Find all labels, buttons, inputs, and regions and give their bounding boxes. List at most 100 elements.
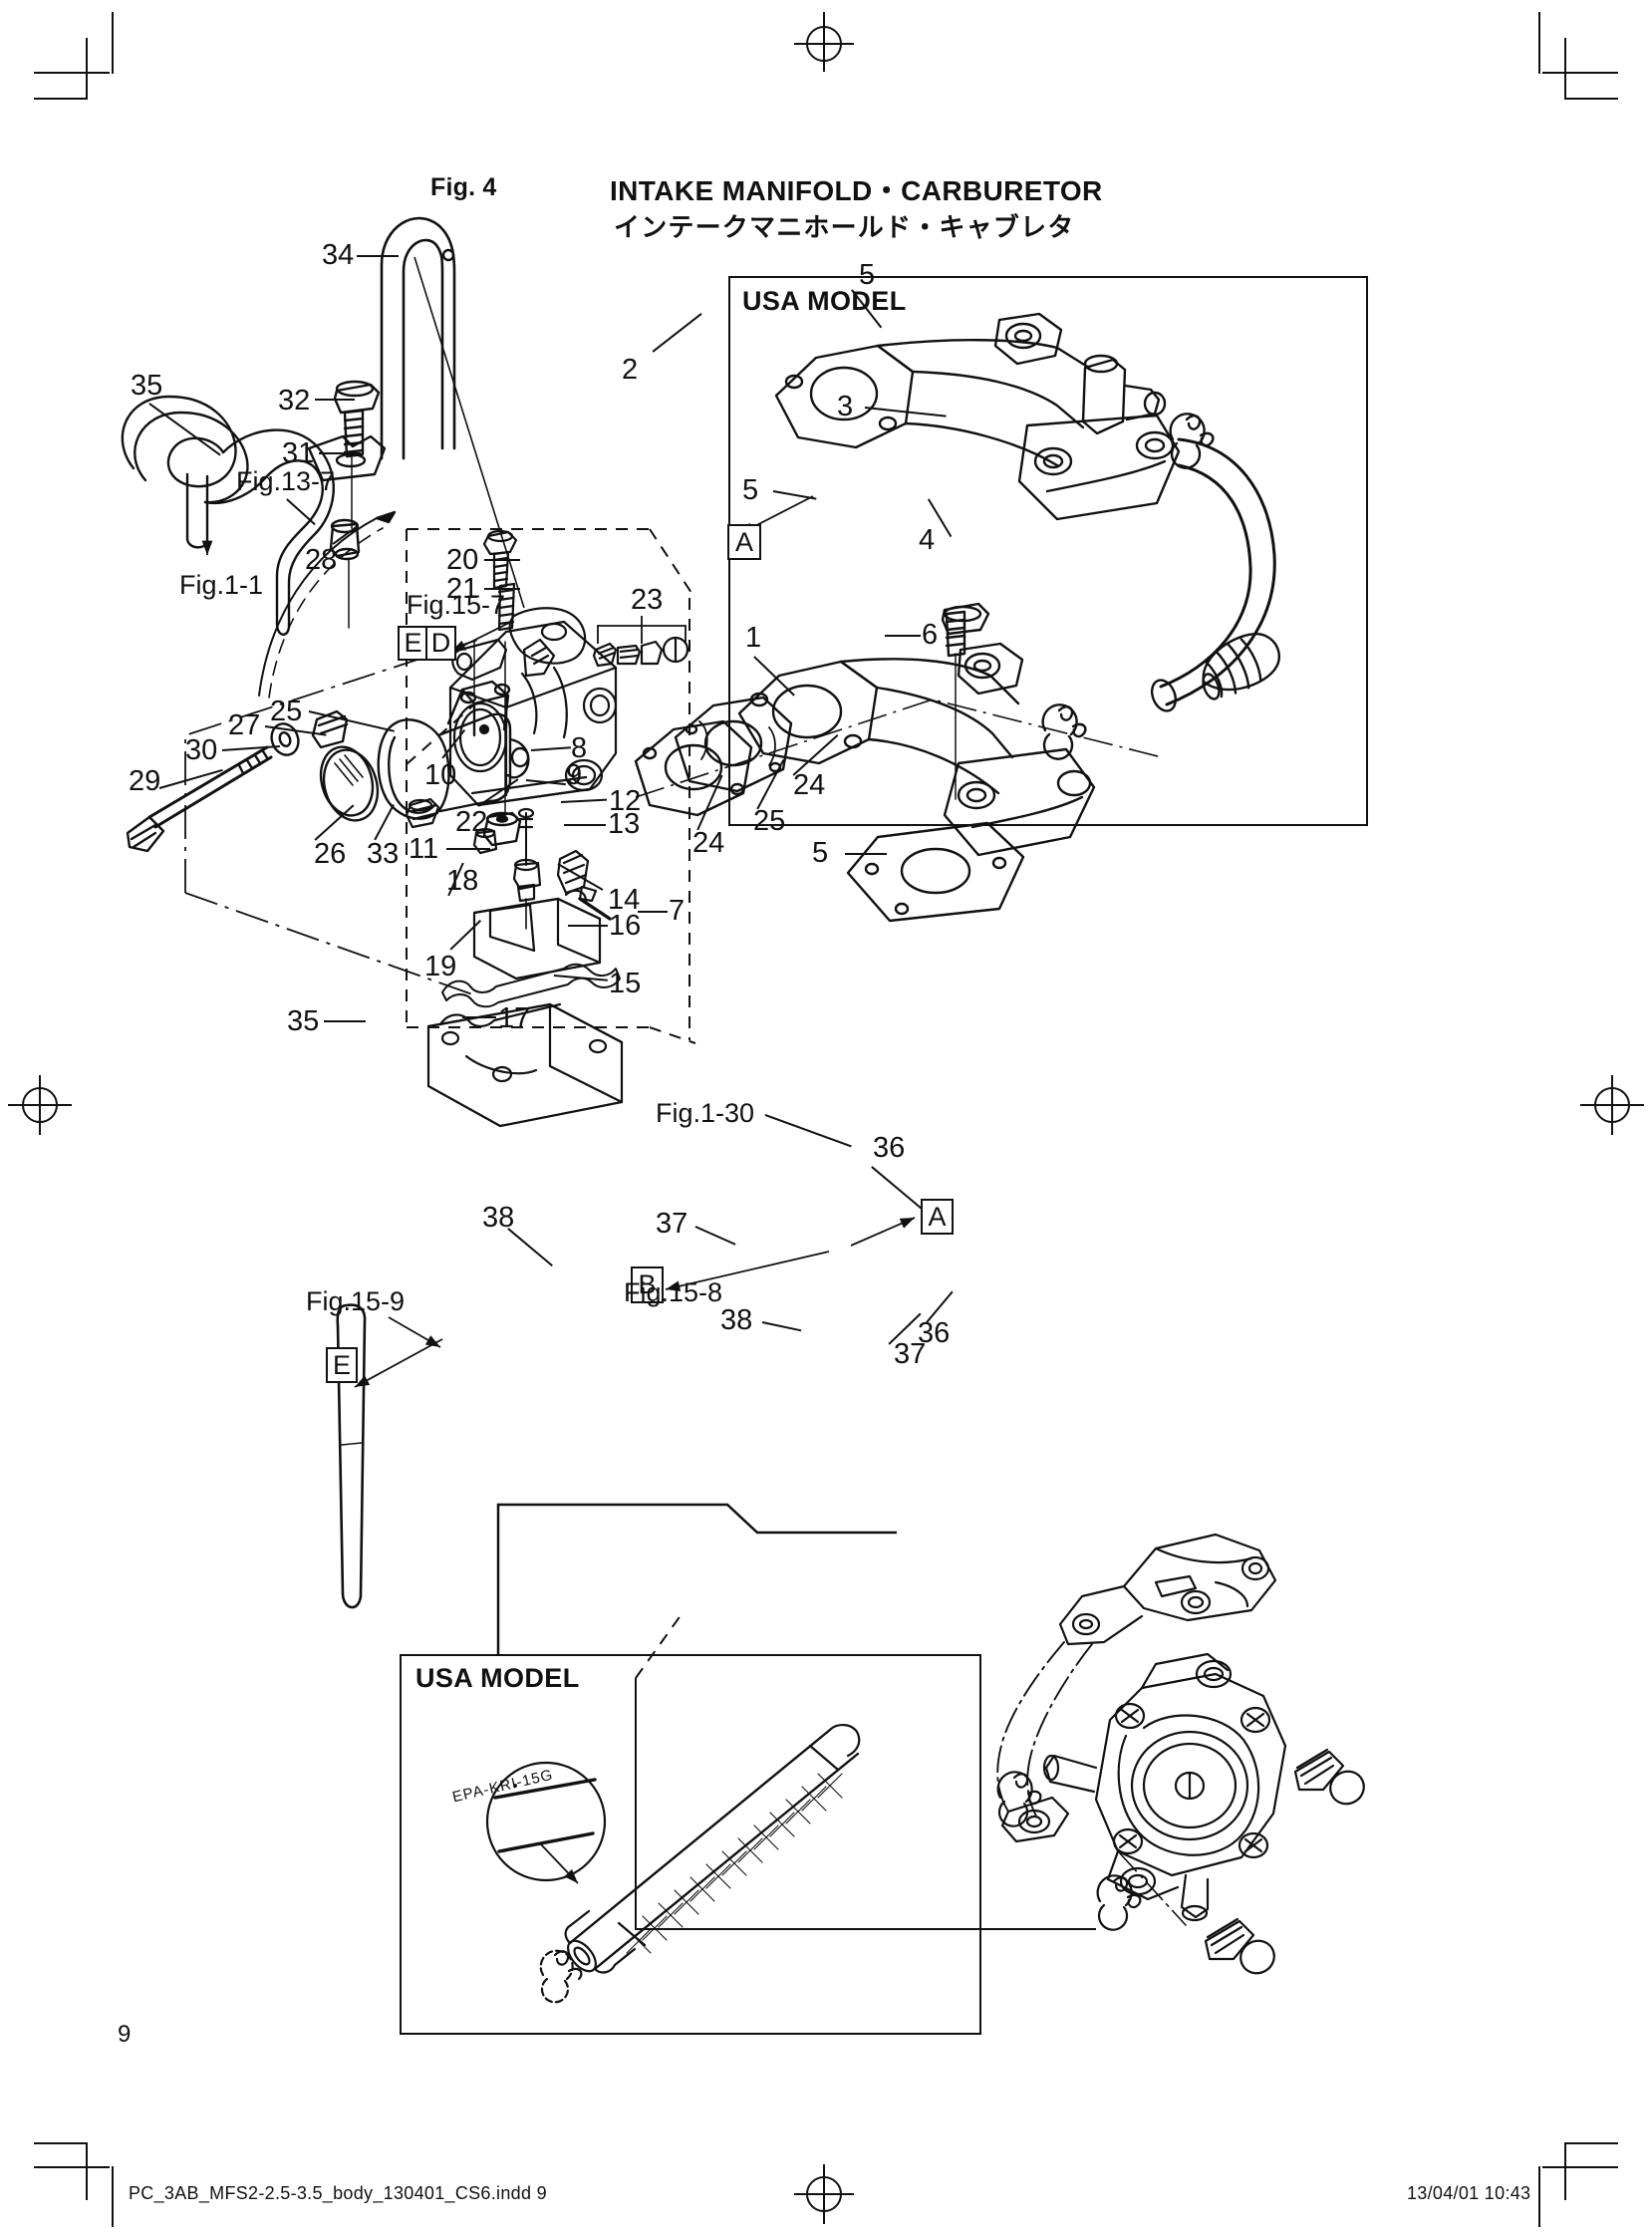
callout-36-top: 34 xyxy=(322,239,355,271)
callout-24: 23 xyxy=(631,584,664,616)
leader-33 xyxy=(319,452,361,454)
figure-ref-15-8: Fig.15-8 xyxy=(624,1277,723,1307)
callout-34: 32 xyxy=(278,385,311,417)
callout-30: 28 xyxy=(305,544,338,576)
figure-ref-1-1: Fig.1-1 xyxy=(179,570,264,600)
box-ref-a-top: A xyxy=(727,524,761,560)
leader-6 xyxy=(845,853,887,855)
leader-25-lower xyxy=(696,774,723,831)
callout-7: 6 xyxy=(922,619,939,651)
leader-fig-15-9-arrow xyxy=(388,1316,441,1348)
crop-mark-bottom-left xyxy=(34,2142,134,2227)
callout-27: 25 xyxy=(270,696,303,727)
leader-17 xyxy=(568,925,608,927)
callout-35: 33 xyxy=(367,838,400,870)
callout-39-lower: 37 xyxy=(894,1338,927,1370)
callout-2: 2 xyxy=(622,354,639,386)
box-ref-e-mid: E xyxy=(398,626,428,661)
callout-25-lower: 24 xyxy=(692,827,725,859)
leader-34 xyxy=(315,399,355,401)
leader-22 xyxy=(484,588,520,590)
callout-38: 36 xyxy=(873,1132,906,1164)
callout-22: 21 xyxy=(446,573,479,605)
usa-model-label-bottom: USA MODEL xyxy=(415,1663,580,1693)
callout-41: 38 xyxy=(482,1202,515,1234)
callout-5-top: 5 xyxy=(859,259,876,291)
callout-9: 8 xyxy=(571,732,588,764)
usa-model-panel-bottom xyxy=(400,1654,981,2035)
leader-fig-13-7 xyxy=(286,498,316,525)
leader-21 xyxy=(484,559,520,561)
callout-33: 31 xyxy=(282,437,315,469)
lower-hose-36 xyxy=(336,1303,367,1609)
leader-31 xyxy=(158,768,223,789)
callout-40-upper: 37 xyxy=(656,1208,688,1240)
callout-5-bottom: 5 xyxy=(742,474,759,506)
callout-6: 5 xyxy=(812,837,829,869)
leader-36-bottom xyxy=(324,1020,366,1022)
box-ref-d-mid: D xyxy=(425,626,456,661)
page-title-en: INTAKE MANIFOLD・CARBURETOR xyxy=(610,175,1103,206)
callout-37: 35 xyxy=(131,370,163,402)
callout-11: 10 xyxy=(424,759,457,791)
leader-e-bottom-arrow xyxy=(354,1338,443,1388)
callout-19: 18 xyxy=(446,865,479,897)
leader-27 xyxy=(308,710,395,732)
leader-30 xyxy=(332,525,358,545)
leader-2 xyxy=(652,312,702,353)
figure-ref-1-30: Fig.1-30 xyxy=(656,1098,755,1128)
callout-40-lower: 38 xyxy=(720,1304,753,1336)
registration-mark-left xyxy=(8,1070,72,1140)
leader-fig-1-1-arrow xyxy=(201,483,213,555)
leader-35 xyxy=(374,804,395,841)
callout-15: 14 xyxy=(608,884,641,916)
emission-label-roundel: EPA-KRI-15G xyxy=(450,1767,554,1807)
callout-3: 3 xyxy=(837,391,854,422)
callout-26: 25 xyxy=(753,805,786,837)
crop-mark-bottom-right xyxy=(1518,2142,1618,2227)
leader-40-upper xyxy=(694,1226,736,1246)
callout-12: 11 xyxy=(409,833,439,865)
leader-41 xyxy=(507,1228,553,1266)
leader-8 xyxy=(638,911,668,913)
leader-28 xyxy=(314,804,355,841)
callout-36-bottom: 35 xyxy=(287,1005,320,1037)
callout-31: 29 xyxy=(129,765,161,797)
leader-14 xyxy=(564,824,606,826)
page-number: 9 xyxy=(118,2021,132,2048)
registration-mark-right xyxy=(1580,1070,1644,1140)
leader-40-lower xyxy=(761,1321,802,1331)
registration-mark-bottom xyxy=(789,2164,859,2224)
leader-32 xyxy=(221,744,280,751)
callout-10: 9 xyxy=(566,759,583,791)
callout-29: 27 xyxy=(228,709,261,741)
leader-box-a-bottom-arrow xyxy=(850,1217,916,1247)
leader-36-top xyxy=(357,255,399,257)
leader-18 xyxy=(462,1016,496,1018)
callout-8: 7 xyxy=(669,895,686,927)
usa-model-panel-top xyxy=(728,276,1368,826)
registration-mark-top xyxy=(789,12,859,72)
callout-39-upper: 36 xyxy=(918,1317,951,1349)
box-ref-b-bottom: B xyxy=(631,1266,664,1303)
box-ref-a-bottom: A xyxy=(921,1199,954,1235)
page-title-jp: インテークマニホールド・キャブレタ xyxy=(614,212,1075,242)
figure-ref-15-9: Fig.15-9 xyxy=(306,1286,406,1316)
figure-number: Fig. 4 xyxy=(430,173,497,201)
callout-16: 15 xyxy=(609,968,642,999)
gasket-6-artwork xyxy=(846,821,1025,923)
leader-37 xyxy=(148,403,221,456)
callout-1: 1 xyxy=(745,622,762,654)
usa-bottom-panel-notch xyxy=(496,1503,897,1656)
crop-mark-top-left xyxy=(34,12,134,100)
footer-filename: PC_3AB_MFS2-2.5-3.5_body_130401_CS6.indd… xyxy=(129,2183,547,2203)
callout-32: 30 xyxy=(185,734,218,766)
callout-17: 16 xyxy=(609,910,642,942)
usa-model-label-top: USA MODEL xyxy=(742,286,907,316)
box-ref-e-bottom: E xyxy=(326,1347,358,1383)
callout-25-upper: 24 xyxy=(793,769,826,801)
callout-23: 22 xyxy=(455,806,488,838)
leader-7 xyxy=(885,635,921,637)
callout-18: 17 xyxy=(498,1002,531,1034)
